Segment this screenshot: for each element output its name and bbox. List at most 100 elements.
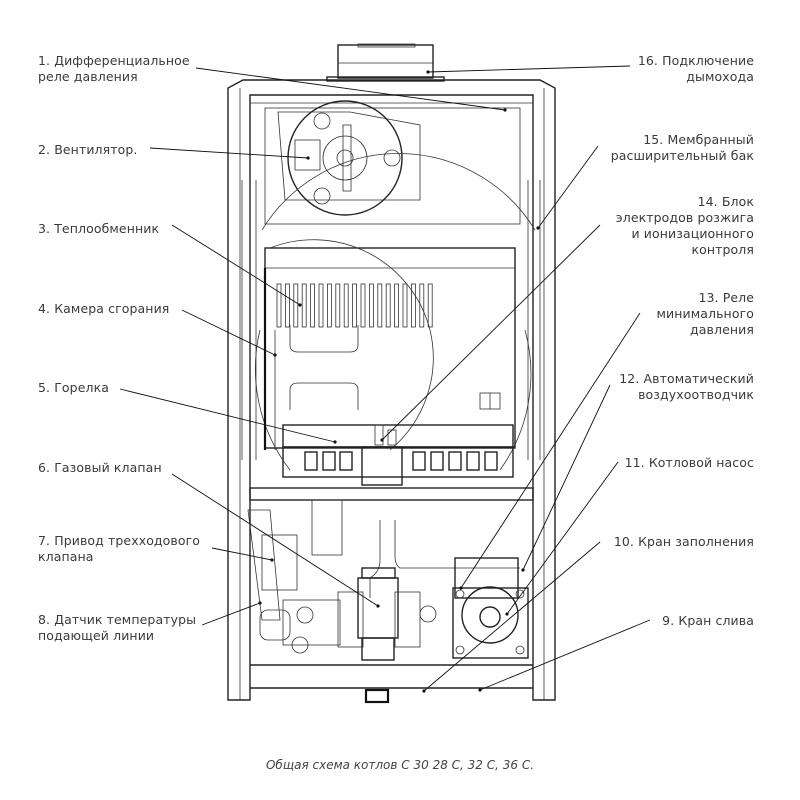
- callout-label-line: 2. Вентилятор.: [38, 142, 138, 157]
- burner-jet: [448, 451, 462, 471]
- burner-jet: [322, 451, 336, 471]
- leader-5: [119, 388, 336, 443]
- callout-label-line: 5. Горелка: [38, 380, 109, 395]
- burner-jet: [430, 451, 444, 471]
- burner-jet: [484, 451, 498, 471]
- leader-9: [479, 619, 651, 691]
- leader-1: [195, 67, 506, 111]
- callout-label-line: 4. Камера сгорания: [38, 301, 170, 316]
- heat-exchanger-fin: [352, 283, 358, 328]
- callout-label-line: реле давления: [38, 69, 138, 84]
- burner-jet: [466, 451, 480, 471]
- leader-11: [506, 461, 619, 615]
- heat-exchanger-fin: [394, 283, 400, 328]
- flue-connection: [326, 43, 445, 82]
- callout-label-3: 3. Теплообменник: [38, 221, 159, 237]
- leader-endpoint: [380, 438, 384, 442]
- callout-label-line: 16. Подключение: [637, 53, 754, 68]
- callout-label-line: 14. Блок: [697, 194, 754, 209]
- leader-endpoint: [459, 586, 463, 590]
- leader-12: [522, 384, 611, 571]
- callout-label-line: контроля: [691, 242, 754, 257]
- fan: [277, 100, 421, 216]
- leader-endpoint: [505, 612, 509, 616]
- callout-label-line: минимального: [656, 306, 754, 321]
- leader-2: [149, 147, 309, 159]
- heat-exchanger-fin: [368, 283, 374, 328]
- callout-label-9: 9. Кран слива: [662, 613, 754, 629]
- heat-exchanger-fin: [326, 283, 332, 328]
- leader-endpoint: [521, 568, 525, 572]
- callout-label-11: 11. Котловой насос: [625, 455, 754, 471]
- leader-13: [460, 312, 641, 589]
- leader-7: [211, 547, 273, 561]
- leader-endpoint: [298, 303, 302, 307]
- leader-endpoint: [258, 601, 262, 605]
- callout-label-5: 5. Горелка: [38, 380, 109, 396]
- callout-label-line: давления: [690, 322, 754, 337]
- heat-exchanger-fin: [385, 283, 391, 328]
- callout-label-line: подающей линии: [38, 628, 155, 643]
- burner-jet: [339, 451, 353, 471]
- burner: [249, 424, 534, 501]
- leader-4: [181, 309, 276, 356]
- callout-label-line: воздухоотводчик: [638, 387, 754, 402]
- heat-exchanger-fin: [310, 283, 316, 328]
- callout-label-2: 2. Вентилятор.: [38, 142, 138, 158]
- callout-label-line: 11. Котловой насос: [624, 455, 754, 470]
- leader-endpoint: [422, 689, 426, 693]
- leader-endpoint: [503, 108, 507, 112]
- callout-label-6: 6. Газовый клапан: [38, 460, 162, 476]
- leader-endpoint: [306, 156, 310, 160]
- burner-jet: [304, 451, 318, 471]
- callout-label-line: 8. Датчик температуры: [38, 612, 197, 627]
- ignition-electrodes: [374, 424, 397, 446]
- heat-exchanger-fin: [284, 283, 290, 328]
- leader-endpoint: [270, 558, 274, 562]
- callout-label-10: 10. Кран заполнения: [614, 534, 754, 550]
- heat-exchanger-fin: [343, 283, 349, 328]
- figure-caption: Общая схема котлов С 30 28 С, 32 С, 36 С…: [265, 758, 535, 772]
- callout-label-line: и ионизационного: [631, 226, 754, 241]
- heat-exchanger-fin: [377, 283, 383, 328]
- heat-exchanger-fin: [419, 283, 425, 328]
- callout-label-line: 9. Кран слива: [662, 613, 754, 628]
- heat-exchanger-fin: [360, 283, 366, 328]
- heat-exchanger-fin: [427, 283, 433, 328]
- callout-label-line: 6. Газовый клапан: [38, 460, 162, 475]
- callout-label-line: клапана: [38, 549, 94, 564]
- heat-exchanger-fin: [301, 283, 307, 328]
- boiler-frame: [227, 79, 556, 701]
- heat-exchanger: [276, 283, 433, 328]
- callout-label-line: 10. Кран заполнения: [613, 534, 754, 549]
- heat-exchanger-fin: [276, 283, 282, 328]
- leader-15: [537, 145, 599, 229]
- leader-endpoint: [426, 70, 430, 74]
- callout-label-line: 15. Мембранный: [643, 132, 754, 147]
- callout-label-line: 1. Дифференциальное: [38, 53, 190, 68]
- callout-label-line: 12. Автоматический: [619, 371, 754, 386]
- heat-exchanger-fin: [293, 283, 299, 328]
- callout-label-line: 13. Реле: [698, 290, 754, 305]
- leader-endpoint: [333, 440, 337, 444]
- leader-3: [171, 224, 301, 306]
- burner-jet: [412, 451, 426, 471]
- leader-endpoint: [376, 604, 380, 608]
- callout-label-line: 3. Теплообменник: [38, 221, 160, 236]
- leader-6: [171, 473, 379, 607]
- leader-endpoint: [536, 226, 540, 230]
- hydraulic-block: [247, 499, 529, 704]
- callout-label-line: электродов розжига: [615, 210, 754, 225]
- combustion-chamber: [263, 239, 516, 451]
- heat-exchanger-fin: [410, 283, 416, 328]
- expansion-tank: [241, 153, 541, 471]
